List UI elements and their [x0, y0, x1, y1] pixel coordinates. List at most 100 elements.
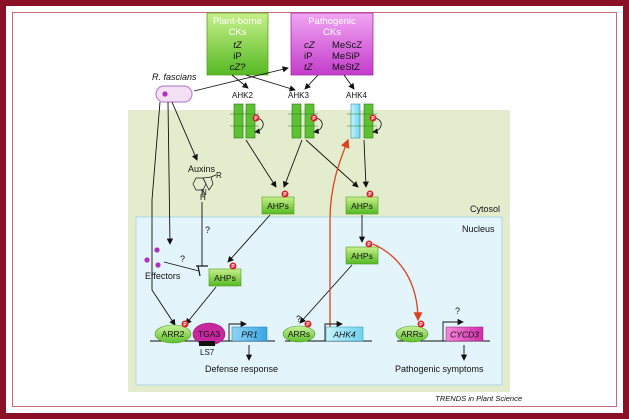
arrow-ck-to-ahk2 [231, 74, 249, 89]
arrow-bacterium-to-auxins [171, 101, 198, 161]
phospho-marker [365, 240, 373, 248]
effector-inhibition-bar [197, 265, 201, 277]
effectors-label: Effectors [145, 271, 181, 281]
ahk4-gene-label: AHK4 [332, 330, 355, 340]
plant-cks-subtitle: CKs [229, 27, 247, 38]
pathogenic-ck-item: MeStZ [332, 62, 360, 73]
receptor-label: AHK3 [288, 91, 309, 100]
arrow-ahk4-to-ahps [362, 139, 369, 188]
arrow-bacterium-to-effectors [166, 101, 174, 245]
phospho-marker [252, 114, 260, 122]
tga3-label: TGA3 [198, 329, 220, 339]
red-arrow-ahk4-feedback [329, 138, 350, 328]
ls7-label: LS7 [200, 348, 215, 357]
cycd3-label: CYCD3 [450, 330, 479, 340]
arrow-path-to-ahk4 [343, 74, 355, 90]
nucleus-label: Nucleus [462, 224, 495, 234]
ahps-nucleus-right [345, 246, 379, 265]
auxin-substituent-label: R [216, 171, 222, 180]
auxin-question-mark: ? [205, 225, 210, 235]
bacterium-cell [155, 85, 193, 103]
arrow-bacterium-to-pathogenic [193, 66, 289, 92]
ahk4-promoter-arrow [324, 320, 343, 341]
plant-cks-box [206, 12, 269, 76]
nucleus-compartment [135, 216, 503, 386]
pr1-gene [231, 326, 268, 342]
cycd3-question: ? [455, 306, 460, 316]
arrow-ck-to-ahk3 [245, 74, 296, 92]
pathogenic-ck-item: iP [304, 51, 312, 62]
arrow-ahk3-to-ahps-left [282, 139, 303, 188]
phospho-marker [229, 262, 237, 270]
cycd3-promoter-arrow [442, 318, 464, 341]
ahps-cytosol-left [261, 196, 295, 215]
pathogenic-cks-subtitle: CKs [323, 27, 341, 38]
ahps-cytosol-right [345, 196, 379, 215]
phospho-label: P [367, 242, 371, 248]
arrow-ahps-to-arrs-mid [299, 264, 353, 324]
arrs-right-label: ARRs [401, 329, 423, 339]
effector-inhibition-line [163, 261, 200, 272]
ahps-nucleus-right-label: AHPs [351, 251, 373, 261]
effector-dot [155, 262, 161, 268]
phospho-marker [181, 320, 189, 328]
phospho-marker [281, 190, 289, 198]
auxin-nh-label: H [200, 193, 206, 202]
plant-ck-item: iP [233, 51, 241, 62]
auxins-label: Auxins [188, 164, 216, 174]
journal-credit: TRENDS in Plant Science [435, 394, 522, 403]
receptor-label: AHK2 [232, 91, 253, 100]
pathogenic-ck-item: MeSiP [332, 51, 360, 62]
pathogenic-ck-item: MeScZ [332, 40, 362, 51]
effector-dot [144, 257, 150, 263]
phospho-marker [304, 320, 312, 328]
pathogenic-cks-box [290, 12, 374, 76]
pr1-label: PR1 [241, 330, 258, 340]
cytosol-label: Cytosol [470, 204, 500, 214]
plant-cks-title: Plant-borne [213, 16, 262, 27]
phospho-label: P [371, 116, 375, 122]
cycd3-gene [445, 326, 484, 342]
red-arrow-to-arrs-right [372, 243, 423, 322]
phospho-marker [310, 114, 318, 122]
receptor-label: AHK4 [346, 91, 367, 100]
arrs-right-protein [395, 325, 429, 343]
pathogenic-symptoms-label: Pathogenic symptoms [395, 364, 484, 374]
arrow-ahk3-to-ahps-right [305, 139, 359, 188]
arrs-mid-question: ? [296, 314, 301, 324]
arrow-bacterium-to-arr2 [151, 101, 176, 326]
phospho-label: P [183, 322, 187, 328]
ahk4-gene [325, 326, 364, 342]
arrs-mid-label: ARRs [288, 329, 310, 339]
phospho-label: P [231, 264, 235, 270]
defense-response-label: Defense response [205, 364, 278, 374]
bacterium-effector-dot [162, 91, 168, 97]
phospho-marker [417, 320, 425, 328]
effector-question-mark: ? [180, 254, 185, 264]
auxin-n-label: N [201, 188, 207, 197]
plant-ck-item: cZ? [230, 62, 247, 73]
ahk4-receptor [347, 103, 382, 139]
arr2-label: ARR2 [162, 329, 185, 339]
pr1-promoter-arrow [228, 320, 247, 341]
effector-dot [154, 247, 160, 253]
phospho-marker [366, 190, 374, 198]
arrs-mid-protein [282, 325, 316, 343]
pathogenic-ck-item: cZ [304, 40, 316, 51]
auxin-structure-icon [192, 174, 217, 196]
ahps-nucleus-left-label: AHPs [214, 273, 236, 283]
ahps-cytosol-right-label: AHPs [351, 201, 373, 211]
arrow-ahps-to-nuclear-ahps [227, 214, 271, 263]
phospho-label: P [312, 116, 316, 122]
figure-inner-border [12, 12, 617, 407]
arrow-ahk2-to-ahps [245, 139, 277, 188]
phospho-label: P [419, 322, 423, 328]
pathogenic-ck-item: tZ [304, 62, 314, 73]
arrow-path-to-ahk3 [304, 74, 319, 90]
phospho-label: P [306, 322, 310, 328]
phospho-label: P [254, 116, 258, 122]
arr2-protein [154, 324, 192, 344]
arrow-nuclear-ahps-to-arr2 [185, 286, 217, 325]
phospho-marker [369, 114, 377, 122]
